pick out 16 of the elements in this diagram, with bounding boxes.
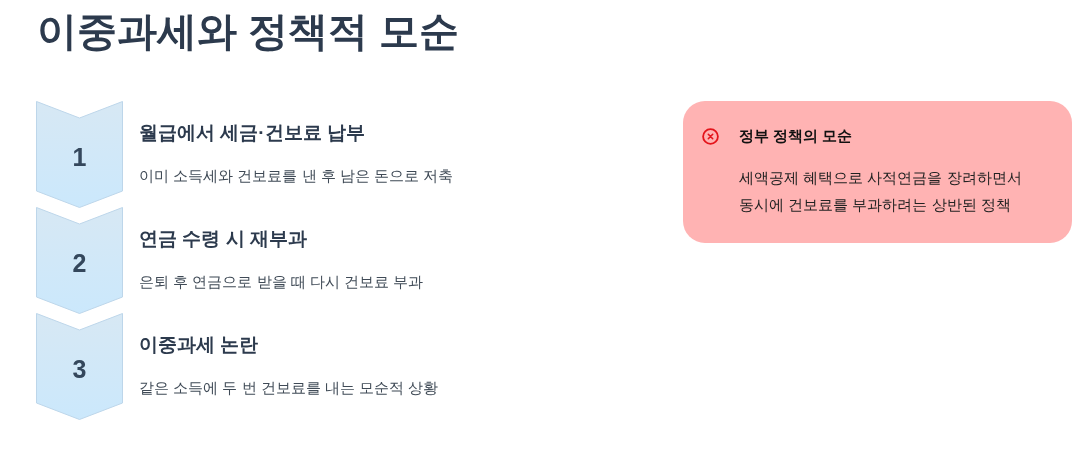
chevron-step [36,313,123,420]
step-heading: 이중과세 논란 [139,333,259,357]
step-number: 1 [72,143,87,171]
step-number: 3 [72,355,87,383]
step-description: 이미 소득세와 건보료를 낸 후 남은 돈으로 저축 [139,166,454,186]
card-text: 세액공제 혜택으로 사적연금을 장려하면서 동시에 건보료를 부과하려는 상반된 정책 [739,168,1023,215]
step-number: 2 [72,249,87,277]
step-heading: 연금 수령 시 재부과 [139,227,307,251]
page-title: 이중과세와 정책적 모순 [37,8,460,55]
card-heading: 정부 정책의 모순 [739,126,853,146]
callout-card [683,101,1072,243]
step-description: 같은 소득에 두 번 건보료를 내는 모순적 상황 [139,378,439,398]
step-heading: 월급에서 세금·건보료 납부 [139,121,365,145]
step-description: 은퇴 후 연금으로 받을 때 다시 건보료 부과 [139,272,424,292]
chevron-step [36,101,123,208]
chevron-step [36,207,123,314]
